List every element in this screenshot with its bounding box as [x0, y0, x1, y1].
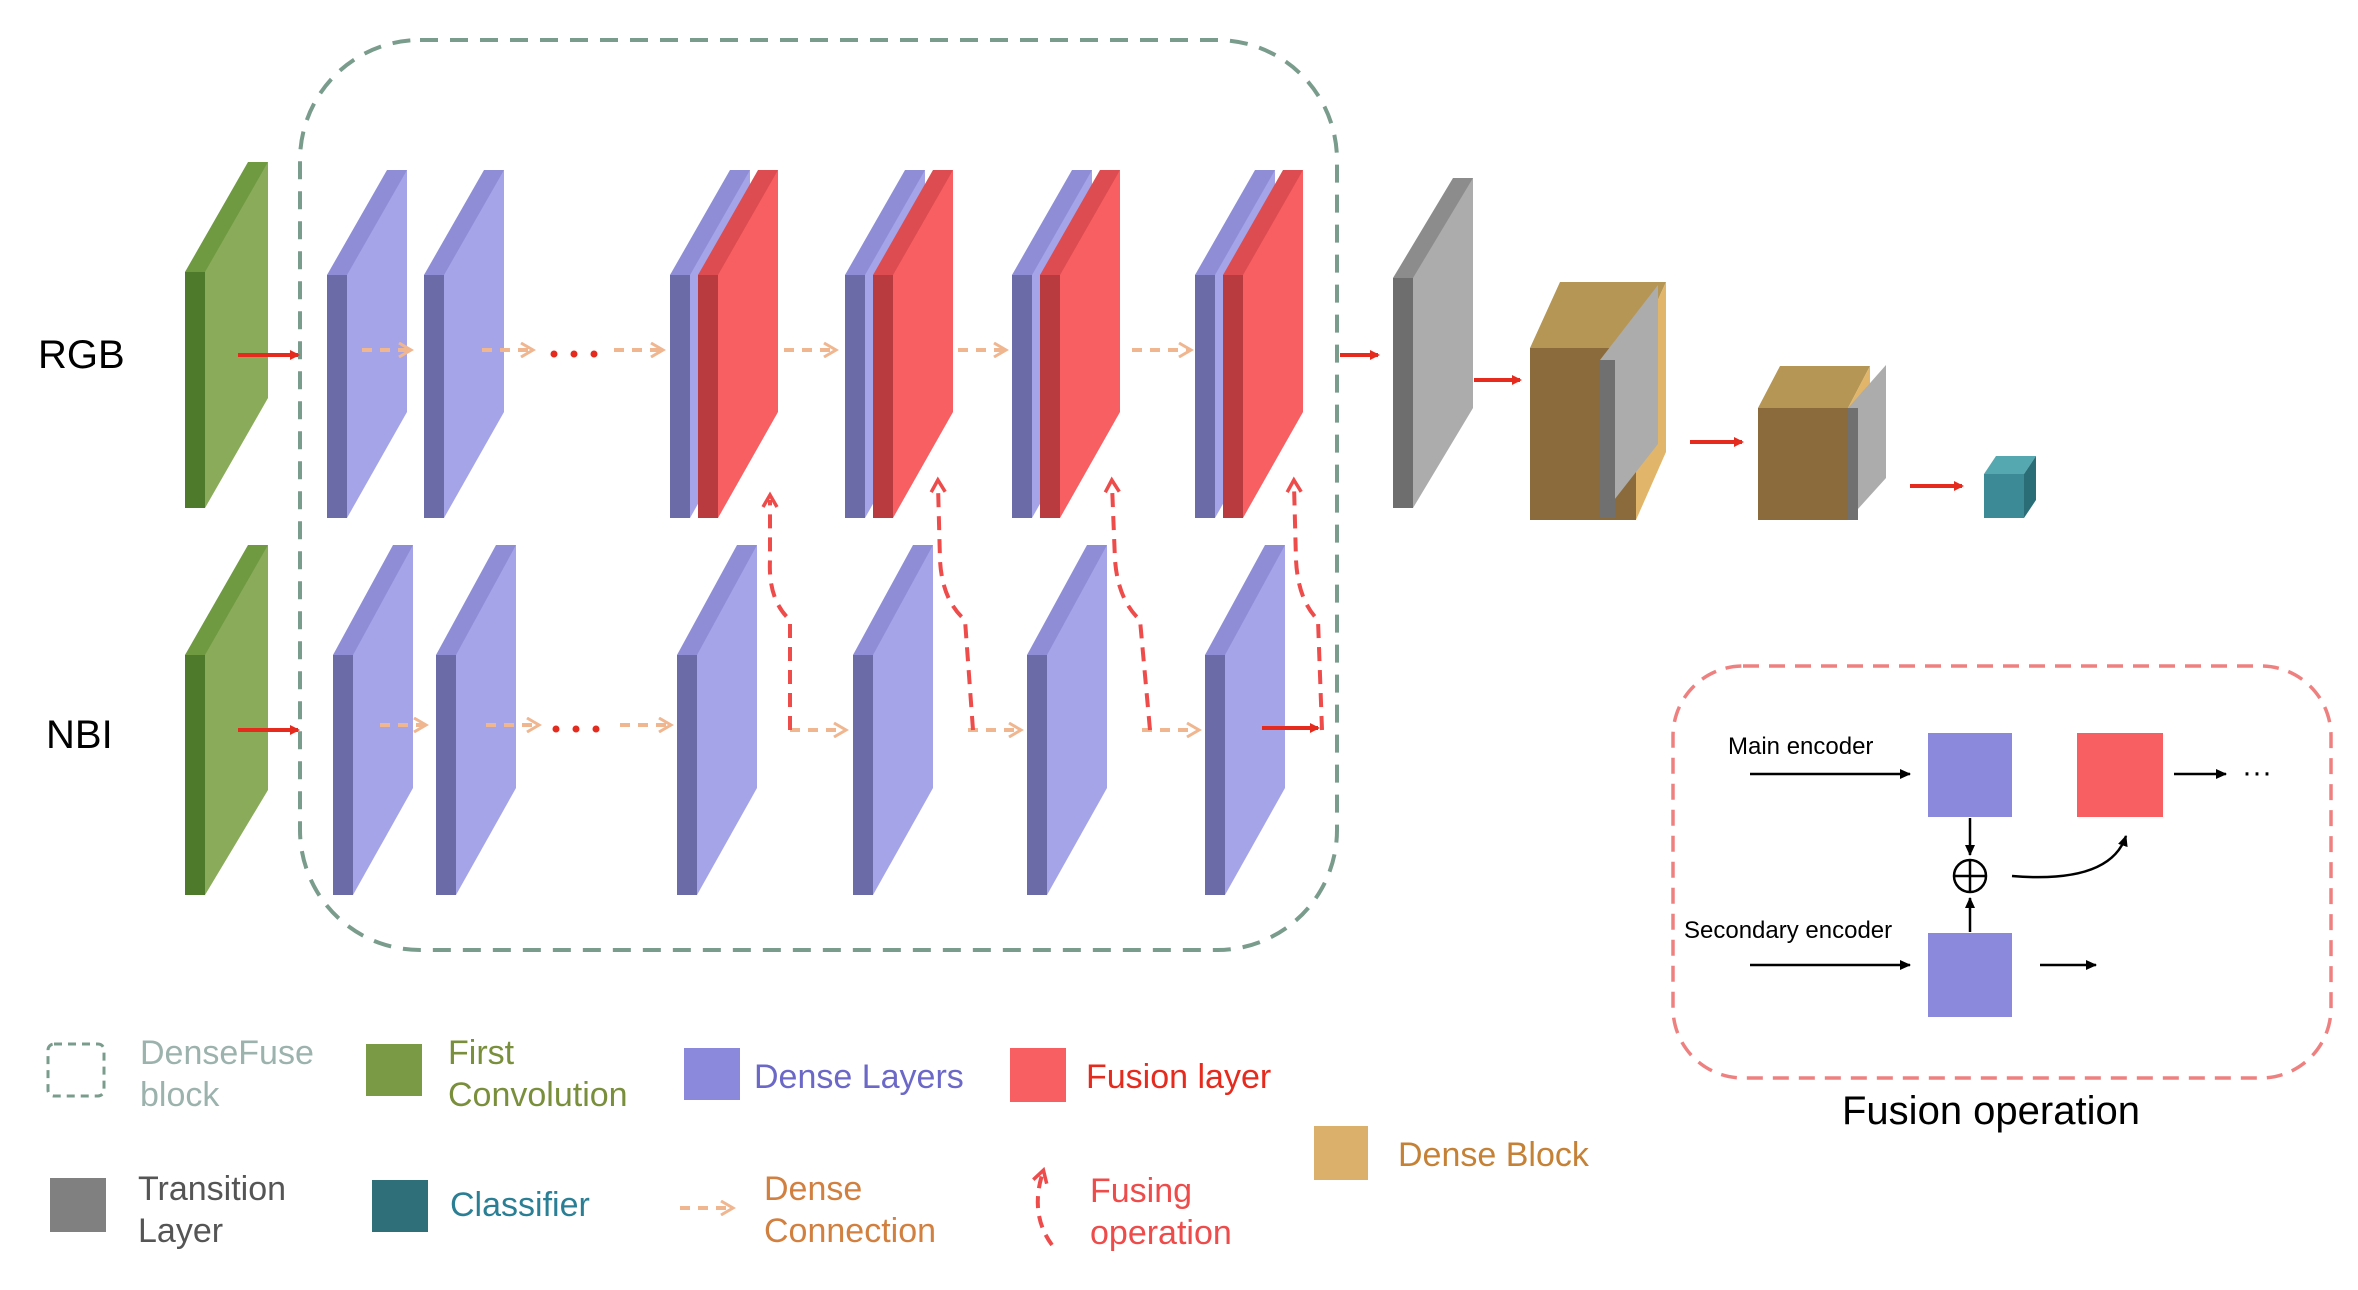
legend-densefuse-label-1: DenseFuse [140, 1034, 314, 1072]
rgb-first-convolution [185, 162, 268, 508]
fusing-arrow-3 [1103, 476, 1152, 731]
rgb-fused-layer-2 [845, 170, 953, 518]
rgb-dense-layer-2 [424, 170, 504, 518]
fusion-inset-outline [1671, 664, 2333, 1080]
legend-fusing-operation-label-1: Fusing [1090, 1172, 1192, 1210]
fusion-operation-title: Fusion operation [1842, 1089, 2140, 1133]
nbi-dense-layer-2 [436, 545, 516, 895]
rgb-fused-layer-4 [1195, 170, 1303, 518]
nbi-dense-layer-3 [677, 545, 757, 895]
inset-secondary-encoder-label: Secondary encoder [1684, 917, 1892, 944]
nbi-dense-layer-1 [333, 545, 413, 895]
legend-transition-label-2: Layer [138, 1212, 223, 1250]
legend-dense-block-swatch [1314, 1126, 1368, 1180]
legend-classifier-swatch [372, 1180, 428, 1232]
legend-dense-layers-label: Dense Layers [754, 1058, 964, 1096]
transition-layer-2 [1600, 285, 1658, 518]
legend-dense-layers-swatch [684, 1048, 740, 1100]
legend-first-conv-swatch [366, 1044, 422, 1096]
legend-fusing-operation-label-2: operation [1090, 1214, 1232, 1252]
inset-sum-operator [1952, 858, 1988, 894]
densefuse-block-outline [298, 38, 1339, 952]
rgb-row-label: RGB [38, 333, 125, 377]
rgb-dense-layer-1 [327, 170, 407, 518]
nbi-first-convolution [185, 545, 268, 895]
nbi-dense-layer-6 [1205, 545, 1285, 895]
classifier-block [1984, 456, 2036, 518]
legend-transition-label-1: Transition [138, 1170, 286, 1208]
nbi-row-label: NBI [46, 713, 113, 757]
transition-layer-1 [1393, 178, 1473, 508]
fusing-arrow-4 [1285, 476, 1324, 731]
rgb-ellipsis-dots [550, 350, 598, 358]
legend-dense-block-label: Dense Block [1398, 1136, 1590, 1174]
inset-main-encoder-label: Main encoder [1728, 733, 1873, 760]
inset-fusion-square [2077, 733, 2163, 817]
legend-first-conv-label-1: First [448, 1034, 515, 1072]
legend-transition-swatch [50, 1178, 106, 1232]
legend-fusing-operation-swatch [1032, 1166, 1054, 1247]
inset-ellipsis: ··· [2242, 756, 2272, 789]
transition-layer-3 [1848, 365, 1886, 520]
rgb-fused-layer-3 [1012, 170, 1120, 518]
legend-dense-connection-label-2: Connection [764, 1212, 936, 1250]
nbi-ellipsis-dots [552, 725, 600, 733]
legend-fusion-layer-label: Fusion layer [1086, 1058, 1271, 1096]
fusing-arrow-1 [761, 491, 792, 730]
nbi-dense-layer-4 [853, 545, 933, 895]
legend-first-conv-label-2: Convolution [448, 1076, 628, 1114]
legend-dense-connection-label-1: Dense [764, 1170, 862, 1208]
legend-classifier-label: Classifier [450, 1186, 590, 1224]
rgb-fused-layer-1 [670, 170, 778, 518]
legend-densefuse-swatch [46, 1042, 106, 1098]
fusing-arrow-2 [929, 476, 975, 731]
inset-secondary-dense-square [1928, 933, 2012, 1017]
legend-densefuse-label-2: block [140, 1076, 220, 1114]
legend: DenseFuse block First Convolution Dense … [46, 1034, 1590, 1252]
legend-fusion-layer-swatch [1010, 1048, 1066, 1102]
nbi-dense-layer-5 [1027, 545, 1107, 895]
inset-main-dense-square [1928, 733, 2012, 817]
